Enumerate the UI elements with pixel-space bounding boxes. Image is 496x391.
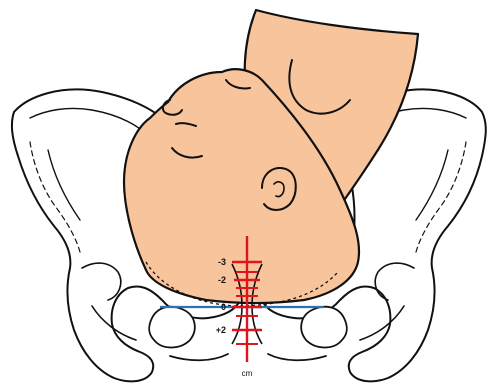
left-pubic-ramus <box>170 354 228 360</box>
station-label-zero: 0 <box>221 302 226 312</box>
left-obturator-foramen <box>149 307 195 348</box>
station-label-plus-2: +2 <box>216 325 226 335</box>
station-label-minus-3: -3 <box>218 257 226 267</box>
right-obturator-foramen <box>301 307 347 348</box>
station-label-minus-2: -2 <box>218 275 226 285</box>
right-pubic-ramus <box>268 354 326 360</box>
scale-unit-label: cm <box>242 369 253 378</box>
